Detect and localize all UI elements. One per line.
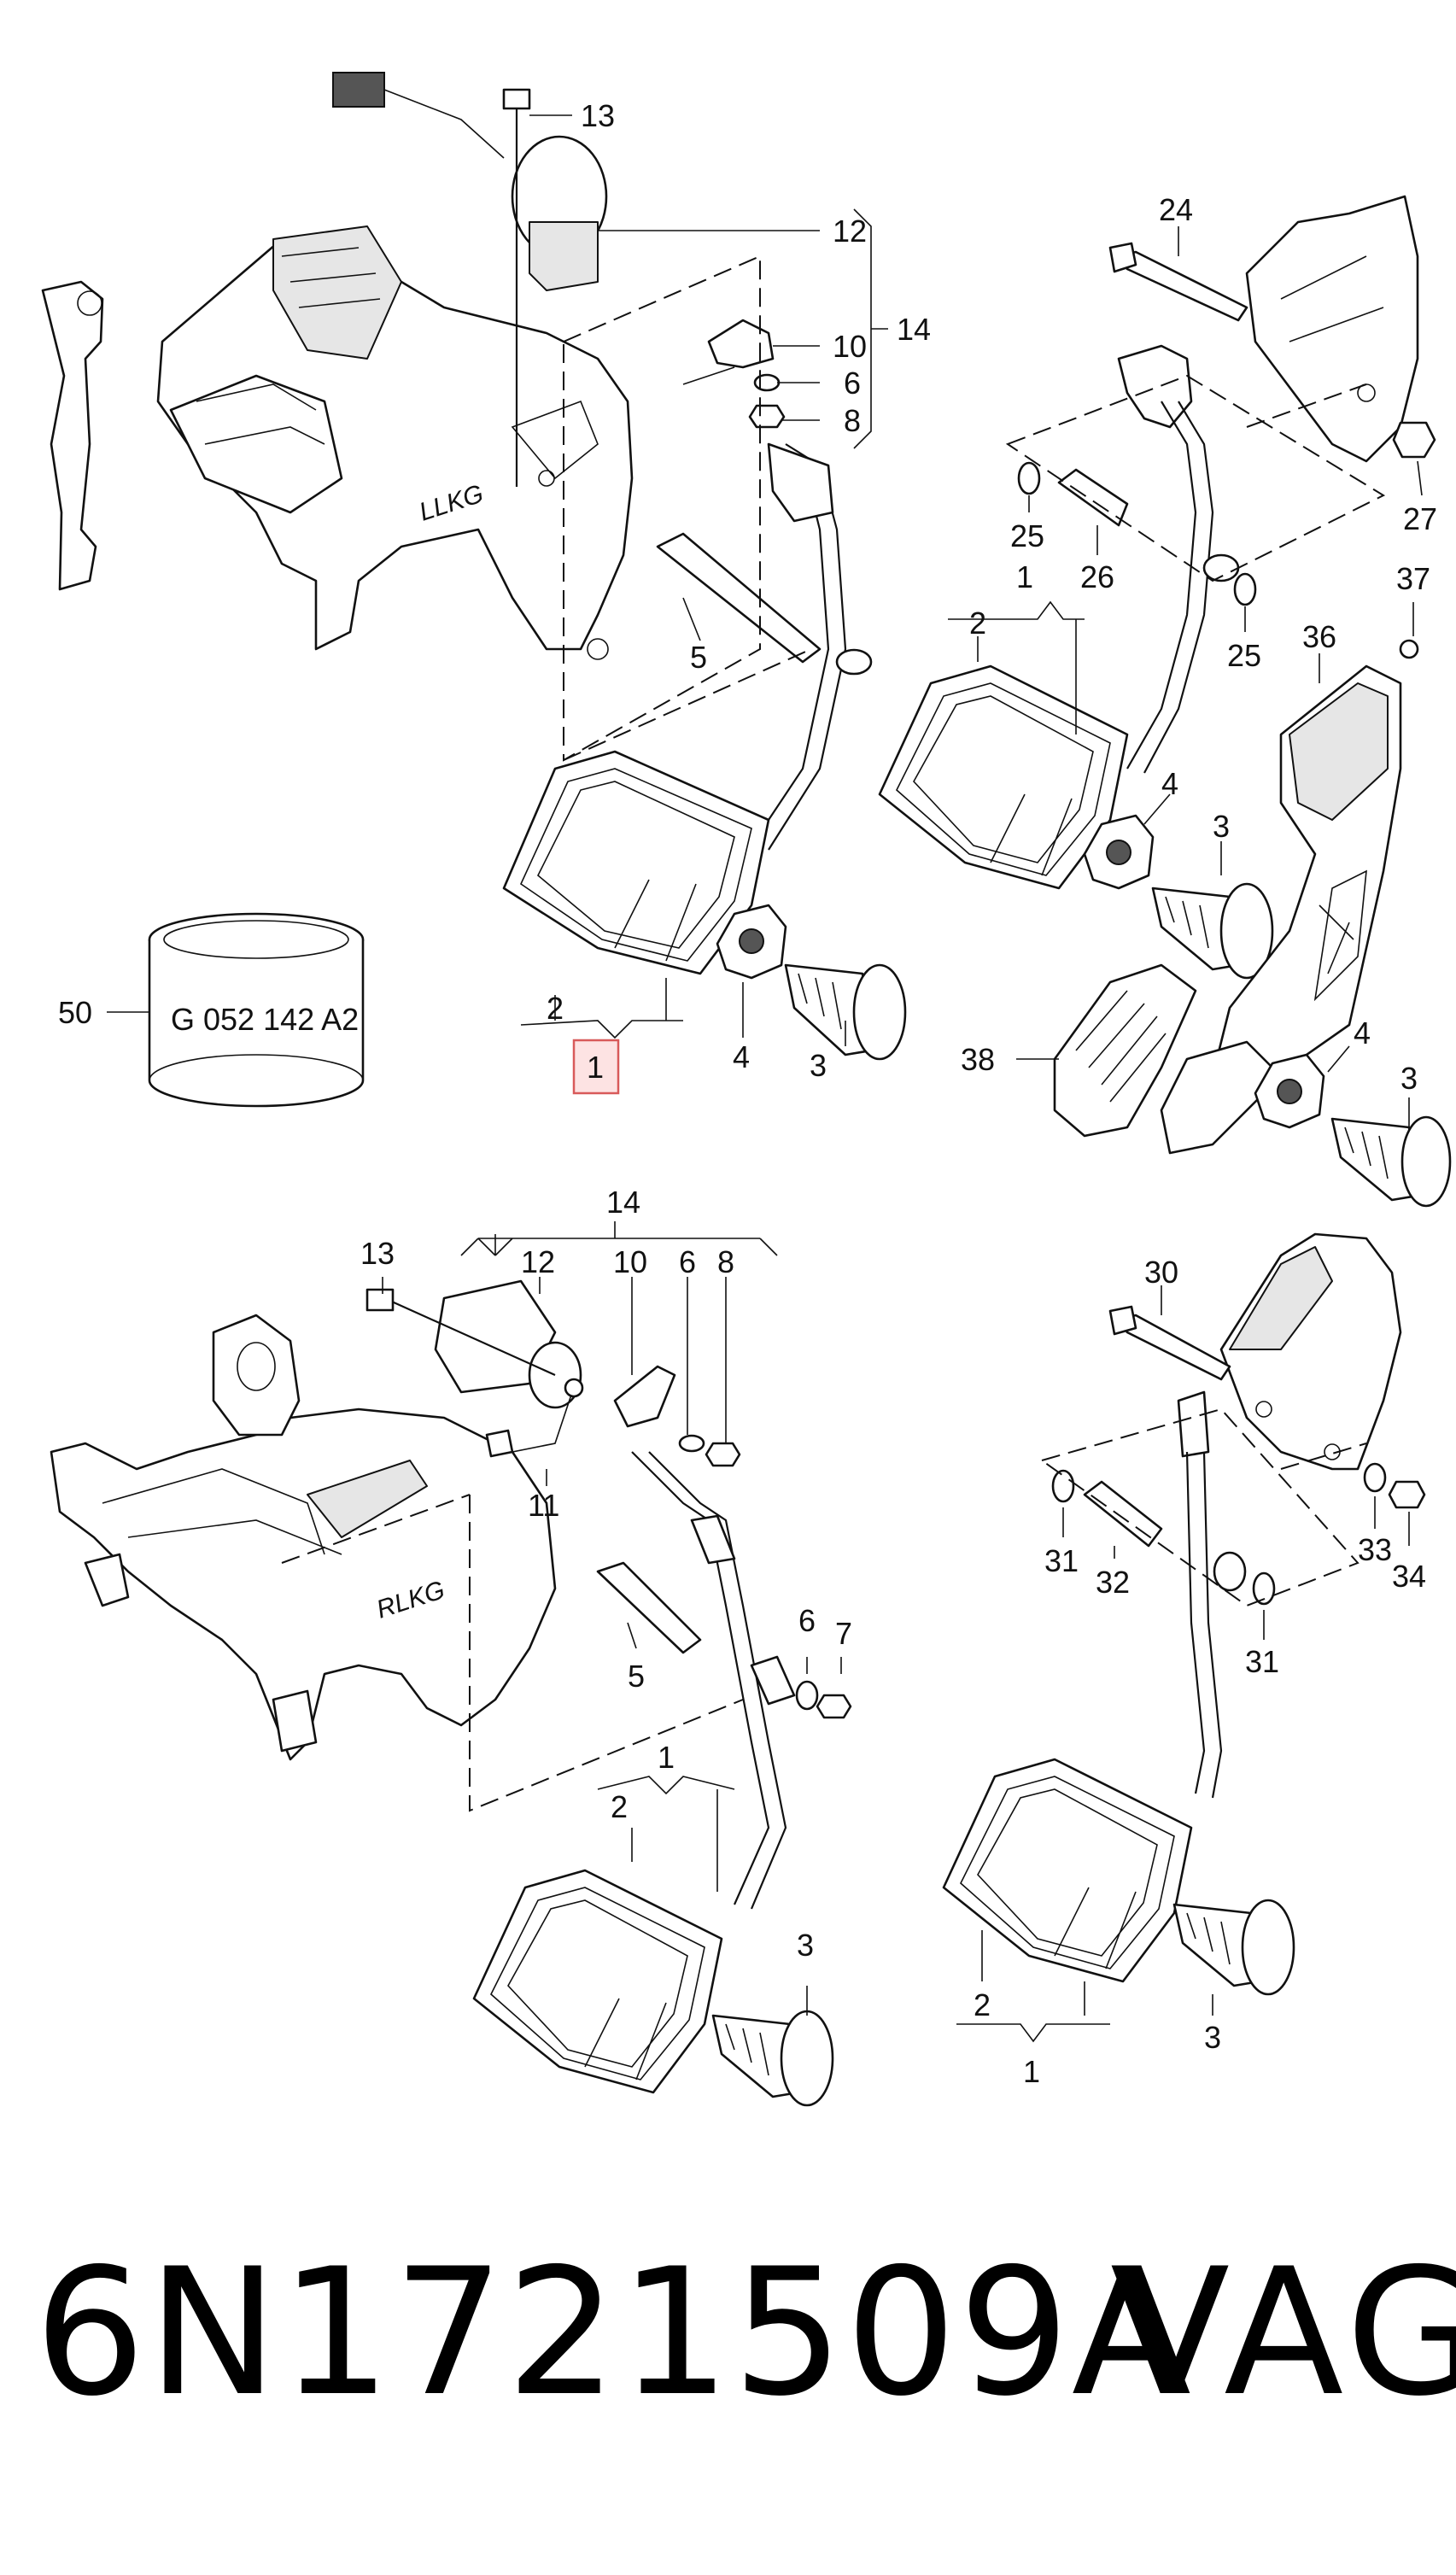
pivot-pin-5 bbox=[656, 532, 822, 664]
highlighted-callout-box bbox=[572, 1039, 620, 1095]
clip-3-bottom-left bbox=[711, 2010, 834, 2107]
callout-38: 38 bbox=[961, 1042, 995, 1077]
sleeve-32 bbox=[1083, 1480, 1163, 1548]
callout-13-bottom: 13 bbox=[360, 1236, 395, 1271]
damper-unit-bottom bbox=[365, 1279, 582, 1409]
callout-6-bottom-b: 6 bbox=[798, 1603, 816, 1638]
callout-2: 2 bbox=[547, 991, 564, 1026]
bushing-25-a bbox=[1017, 461, 1041, 495]
callout-12-bottom: 12 bbox=[521, 1244, 555, 1279]
callout-32: 32 bbox=[1096, 1565, 1130, 1600]
pedal-pad-top-right bbox=[878, 664, 1129, 890]
callout-4-lower: 4 bbox=[1354, 1015, 1371, 1050]
callout-36: 36 bbox=[1302, 619, 1336, 654]
washer-6 bbox=[753, 373, 781, 392]
washer-33 bbox=[1363, 1462, 1387, 1493]
sleeve-50: G 052 142 A2 bbox=[148, 912, 365, 1108]
bushing-25-b bbox=[1233, 572, 1257, 606]
callout-2-bottom-right: 2 bbox=[974, 1987, 991, 2022]
brand-label: VAG bbox=[1110, 2232, 1456, 2435]
callout-4: 4 bbox=[733, 1039, 750, 1074]
callout-1-bottom-left: 1 bbox=[658, 1740, 675, 1775]
clip-3 bbox=[784, 963, 907, 1061]
pedal-pad-top-left bbox=[502, 750, 770, 975]
washer-31-b bbox=[1252, 1571, 1276, 1606]
sleeve-26 bbox=[1057, 468, 1129, 527]
callout-50: 50 bbox=[58, 995, 92, 1030]
clip-3-bottom-right bbox=[1172, 1899, 1295, 1996]
callout-2-top-right: 2 bbox=[969, 606, 986, 641]
callout-13: 13 bbox=[581, 98, 615, 133]
callout-24: 24 bbox=[1159, 192, 1193, 227]
clip-3-top-right bbox=[1151, 882, 1274, 980]
connector-plug bbox=[332, 72, 385, 108]
callout-10-bottom: 10 bbox=[613, 1244, 647, 1279]
part-number-label: 6N1721509A bbox=[34, 2232, 1194, 2435]
lever-10 bbox=[707, 319, 775, 369]
callout-1-bottom-right: 1 bbox=[1023, 2054, 1040, 2089]
callout-3-bottom-left: 3 bbox=[797, 1928, 814, 1963]
callout-12: 12 bbox=[833, 214, 867, 249]
callout-14-bottom: 14 bbox=[606, 1185, 640, 1220]
assembly-bottom-right: 30 31 32 33 34 31 2 3 1 bbox=[942, 1232, 1426, 2089]
assembly-top-right: 24 27 25 26 25 1 2 4 3 36 37 38 4 3 bbox=[878, 192, 1452, 1208]
callout-27: 27 bbox=[1403, 501, 1437, 536]
nut-8 bbox=[748, 404, 786, 429]
callout-1-highlighted: 1 bbox=[587, 1050, 604, 1085]
callout-25-b: 25 bbox=[1227, 638, 1261, 673]
pedal-bracket-llkg bbox=[156, 237, 634, 651]
nut-27 bbox=[1392, 421, 1436, 459]
callout-3-bottom-right: 3 bbox=[1204, 2020, 1221, 2055]
pivot-pin-5-bottom bbox=[596, 1561, 702, 1654]
callout-37: 37 bbox=[1396, 561, 1430, 596]
callout-2-bottom-left: 2 bbox=[611, 1789, 628, 1824]
callout-26: 26 bbox=[1080, 559, 1114, 594]
callout-31-b: 31 bbox=[1245, 1644, 1279, 1679]
washer-31-a bbox=[1051, 1469, 1075, 1503]
screw-11 bbox=[485, 1429, 514, 1458]
callout-34: 34 bbox=[1392, 1559, 1426, 1594]
callout-30: 30 bbox=[1144, 1255, 1178, 1290]
callout-5: 5 bbox=[690, 640, 707, 675]
callout-4-top-right: 4 bbox=[1161, 766, 1178, 801]
callout-3: 3 bbox=[810, 1048, 827, 1083]
bolt-24 bbox=[1117, 250, 1248, 322]
screw-37 bbox=[1399, 639, 1419, 659]
callout-33: 33 bbox=[1358, 1532, 1392, 1567]
assembly-top-left: LLKG bbox=[41, 72, 931, 1108]
callout-5-bottom: 5 bbox=[628, 1659, 645, 1694]
pedal-pad-bottom-left bbox=[472, 1869, 723, 2094]
callout-6: 6 bbox=[844, 366, 861, 401]
lever-10-bottom bbox=[613, 1365, 676, 1428]
callout-31-a: 31 bbox=[1044, 1543, 1079, 1578]
callout-1-top-right: 1 bbox=[1016, 559, 1033, 594]
callout-25-a: 25 bbox=[1010, 518, 1044, 553]
callout-10: 10 bbox=[833, 329, 867, 364]
callout-7: 7 bbox=[835, 1616, 852, 1651]
callout-8: 8 bbox=[844, 403, 861, 438]
clip-3-lower bbox=[1330, 1115, 1452, 1208]
sleeve-marking: G 052 142 A2 bbox=[171, 1002, 359, 1037]
wall-bracket-top-right bbox=[1245, 195, 1419, 463]
assembly-bottom-left: RLKG bbox=[50, 1185, 852, 2107]
callout-8-bottom: 8 bbox=[717, 1244, 734, 1279]
callout-14: 14 bbox=[897, 312, 931, 347]
side-bracket bbox=[41, 280, 104, 591]
nut-34 bbox=[1388, 1480, 1426, 1509]
pedal-pad-bottom-right bbox=[942, 1758, 1193, 1983]
callout-6-bottom: 6 bbox=[679, 1244, 696, 1279]
pedal-pad-38 bbox=[1053, 963, 1197, 1138]
callout-3-lower: 3 bbox=[1400, 1061, 1418, 1096]
callout-11: 11 bbox=[528, 1488, 559, 1523]
callout-3-top-right: 3 bbox=[1213, 809, 1230, 844]
